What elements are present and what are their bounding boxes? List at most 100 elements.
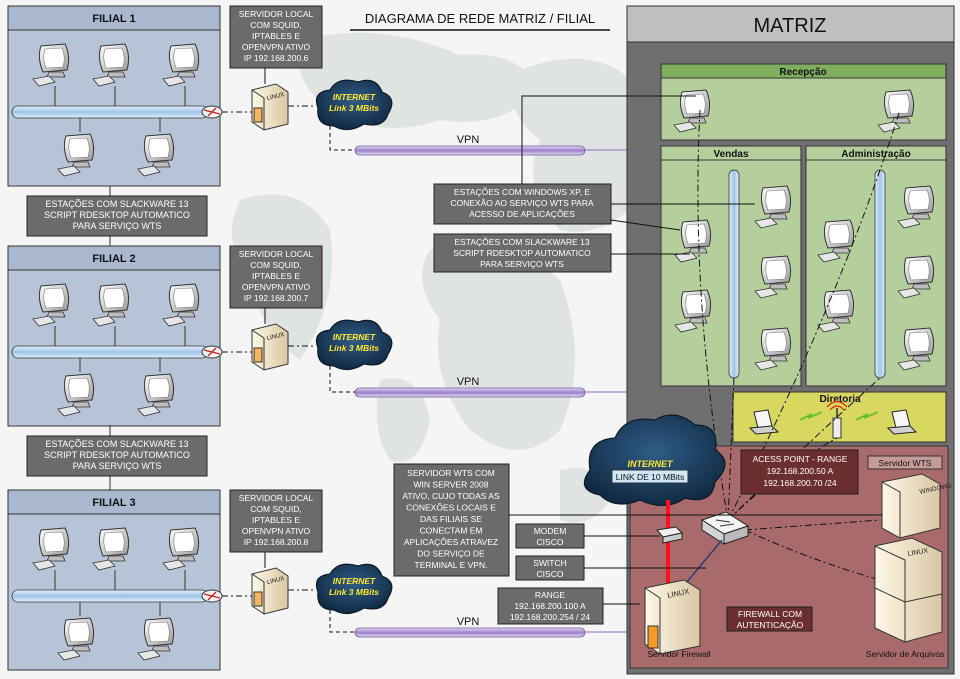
router-icon xyxy=(201,589,223,603)
firewall-note-1: FIREWALL COM xyxy=(738,609,802,619)
filial-2-server-note-3: IPTABLES E xyxy=(252,271,300,281)
slack2-line-1: ESTAÇÕES COM SLACKWARE 13 xyxy=(45,439,188,449)
wts-note-line-1: SERVIDOR WTS COM xyxy=(407,468,495,478)
filial-1-server-note-2: COM SQUID, xyxy=(250,20,301,30)
wireless-bolt-2 xyxy=(855,411,879,421)
note-modem: MODEM CISCO xyxy=(515,523,585,549)
filial-2-backbone xyxy=(11,345,209,359)
files-os-label: LINUX xyxy=(907,547,929,558)
slack1-line-1: ESTAÇÕES COM SLACKWARE 13 xyxy=(45,199,188,209)
filial-panel-1: FILIAL 1 xyxy=(7,5,223,187)
vpn-label-2: VPN xyxy=(457,376,480,388)
server-files-label: Servidor de Arquivos xyxy=(866,649,944,659)
filial-panel-2: FILIAL 2 xyxy=(7,245,223,427)
note-range: RANGE 192.168.200.100 A 192.168.200.254 … xyxy=(497,587,604,625)
wts-note-line-5: DAS FILIAIS SE xyxy=(420,514,482,524)
cloud-3-line-1: INTERNET xyxy=(333,576,376,586)
vpn-tunnel-2 xyxy=(354,387,586,398)
switch-icon xyxy=(700,511,750,545)
server-wts: Servidor WTS WINDOWS xyxy=(867,455,953,539)
ap-line-3: 192.168.200.70 /24 xyxy=(763,478,837,488)
router-icon xyxy=(201,345,223,359)
wts-note-line-2: WIN SERVER 2008 xyxy=(414,480,489,490)
filial-1-server-note-1: SERVIDOR LOCAL xyxy=(239,9,314,19)
cslack-line-2: SCRIPT RDESKTOP AUTOMATICO xyxy=(453,248,591,258)
firewall-os-label: LINUX xyxy=(667,587,690,600)
modem-line-1: MODEM xyxy=(534,526,567,536)
server-wts-label: Servidor WTS xyxy=(879,458,932,468)
firewall-note: FIREWALL COM AUTENTICAÇÃO xyxy=(726,606,813,632)
administracao-backbone xyxy=(874,169,886,379)
filial-1-server-note-5: IP 192.168.200.6 xyxy=(244,53,309,63)
filial-1-server-os: LINUX xyxy=(266,92,285,102)
matriz-internet-cloud: INTERNET LINK DE 10 MBits xyxy=(583,414,726,507)
linux-server-icon: LINUX xyxy=(251,567,289,615)
router-icon xyxy=(201,105,223,119)
filial-3-server-note-1: SERVIDOR LOCAL xyxy=(239,493,314,503)
slack1-line-2: SCRIPT RDESKTOP AUTOMATICO xyxy=(44,210,190,220)
matriz-internet-line-2: LINK DE 10 MBits xyxy=(616,472,685,482)
filial-1-server-note-3: IPTABLES E xyxy=(252,31,300,41)
vpn-label-3: VPN xyxy=(457,616,480,628)
filial-3-server-note-2: COM SQUID, xyxy=(250,504,301,514)
wts-note-line-3: ATIVO, CUJO TODAS AS xyxy=(402,491,500,501)
wts-note-line-8: DO SERVIÇO DE xyxy=(417,549,485,559)
vpn-tunnel-3 xyxy=(354,627,586,638)
filial-1-backbone xyxy=(11,105,209,119)
switch-line-2: CISCO xyxy=(537,569,564,579)
filial-title-2: FILIAL 2 xyxy=(92,253,135,265)
filial-title-3: FILIAL 3 xyxy=(92,497,135,509)
cloud-1-line-1: INTERNET xyxy=(333,92,376,102)
matriz-internet-line-1: INTERNET xyxy=(628,459,675,469)
linux-server-icon: LINUX xyxy=(251,323,289,371)
note-links xyxy=(509,514,882,605)
range-line-1: RANGE xyxy=(535,590,566,600)
note-windows-xp: ESTAÇÕES COM WINDOWS XP, E CONEXÃO AO SE… xyxy=(433,183,612,225)
xp-line-2: CONEXÃO AO SERVIÇO WTS PARA xyxy=(450,198,594,208)
switch-line-1: SWITCH xyxy=(533,558,567,568)
vendas-label: Vendas xyxy=(713,149,748,160)
slackware-note-1: ESTAÇÕES COM SLACKWARE 13 SCRIPT RDESKTO… xyxy=(26,195,208,237)
filial-2-server-note-1: SERVIDOR LOCAL xyxy=(239,249,314,259)
filial-3-backbone xyxy=(11,589,209,603)
xp-line-1: ESTAÇÕES COM WINDOWS XP, E xyxy=(454,187,591,197)
cslack-line-3: PARA SERVIÇO WTS xyxy=(480,259,564,269)
firewall-note-2: AUTENTICAÇÃO xyxy=(737,620,804,630)
filial-2-server-os: LINUX xyxy=(266,332,285,342)
cloud-2-line-1: INTERNET xyxy=(333,332,376,342)
note-slackware-center: ESTAÇÕES COM SLACKWARE 13 SCRIPT RDESKTO… xyxy=(433,233,612,273)
slack2-line-2: SCRIPT RDESKTOP AUTOMATICO xyxy=(44,450,190,460)
range-line-3: 192.168.200.254 / 24 xyxy=(510,612,591,622)
diretoria-label: Diretoria xyxy=(819,394,861,405)
linux-server-icon: LINUX xyxy=(251,83,289,131)
wts-note-line-6: CONECTAM EM xyxy=(419,526,482,536)
cslack-line-1: ESTAÇÕES COM SLACKWARE 13 xyxy=(454,237,589,247)
modem-line-2: CISCO xyxy=(537,537,564,547)
note-switch: SWITCH CISCO xyxy=(515,555,585,581)
vpn-tunnel-1 xyxy=(354,145,586,156)
wts-note-line-7: APLICAÇÕES ATRAVEZ xyxy=(404,537,498,547)
access-point-note: ACESS POINT - RANGE 192.168.200.50 A 192… xyxy=(740,449,859,495)
filial-3-server-note-3: IPTABLES E xyxy=(252,515,300,525)
cloud-1-line-2: Link 3 MBits xyxy=(329,103,379,113)
cloud-2-line-2: Link 3 MBits xyxy=(329,343,379,353)
center-note-lines xyxy=(521,95,755,255)
wts-note-line-4: CONEXÕES LOCAIS E xyxy=(406,503,496,513)
slack1-line-3: PARA SERVIÇO WTS xyxy=(73,221,162,231)
wireless-bolt-1 xyxy=(799,411,823,421)
server-firewall-label: Servidor Firewall xyxy=(647,649,710,659)
filial-3-server-os: LINUX xyxy=(266,576,285,586)
wts-note-line-9: TERMINAL E VPN. xyxy=(415,560,488,570)
server-firewall: LINUX Servidor Firewall xyxy=(644,579,711,659)
slack2-line-3: PARA SERVIÇO WTS xyxy=(73,461,162,471)
filial-2-server-note-4: OPENVPN ATIVO xyxy=(242,282,311,292)
vendas-backbone xyxy=(728,169,740,379)
filial-panel-3: FILIAL 3 xyxy=(7,489,223,671)
